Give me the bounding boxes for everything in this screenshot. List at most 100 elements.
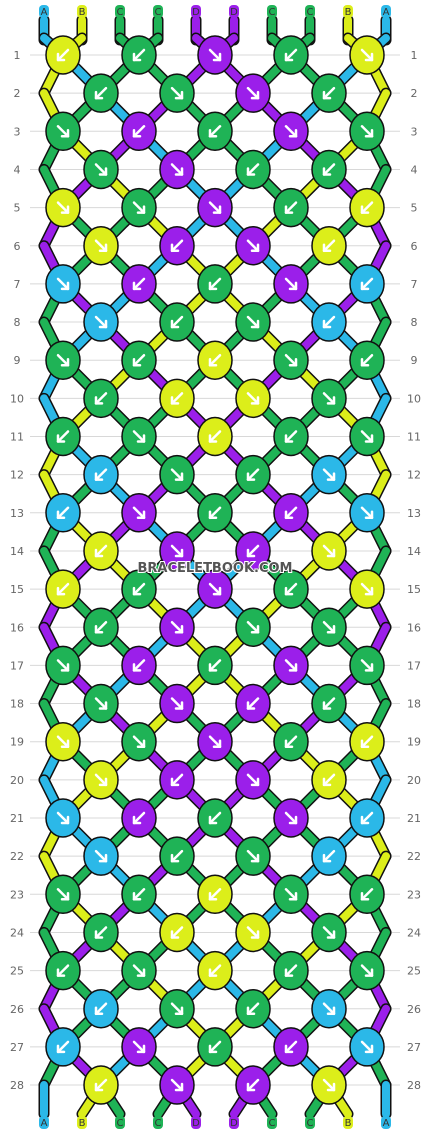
row-number-right: 28 <box>407 1079 421 1092</box>
arrow-down-right-icon <box>56 659 70 672</box>
arrow-head-icon <box>288 357 298 367</box>
arrow-down-left-icon <box>360 277 374 291</box>
arrow-head-icon <box>174 1006 184 1015</box>
arrow-down-left-icon <box>208 1040 222 1054</box>
arrow-head-icon <box>212 739 222 748</box>
top-strand-label: A <box>41 7 48 18</box>
arrow-down-left-icon <box>284 582 298 596</box>
arrow-head-icon <box>288 281 298 291</box>
row-number-right: 11 <box>407 431 421 444</box>
row-number-right: 26 <box>407 1003 421 1016</box>
bottom-strand-label-chip <box>191 1116 201 1129</box>
arrow-down-left-icon <box>170 392 184 405</box>
row-number-right: 8 <box>411 316 418 329</box>
row-number-left: 5 <box>14 202 21 215</box>
arrow-down-right-icon <box>56 811 70 825</box>
arrow-down-right-icon <box>284 353 298 367</box>
arrow-down-right-icon <box>132 735 146 748</box>
arrow-head-icon <box>364 434 374 443</box>
row-number-left: 19 <box>10 736 24 749</box>
bottom-strand-label: C <box>155 1118 162 1129</box>
arrow-head-icon <box>360 281 370 291</box>
arrow-down-right-icon <box>170 544 184 558</box>
bottom-strand-label: C <box>307 1118 314 1129</box>
top-strand-label-chip <box>153 5 163 18</box>
arrow-down-right-icon <box>360 964 374 977</box>
arrow-head-icon <box>360 357 370 367</box>
arrow-head-icon <box>288 663 298 672</box>
arrow-down-left-icon <box>208 506 222 520</box>
arrow-down-left-icon <box>322 86 336 100</box>
row-number-right: 12 <box>407 469 421 482</box>
arrow-head-icon <box>326 1082 336 1092</box>
arrow-head-icon <box>174 548 184 558</box>
arrow-down-left-icon <box>322 697 336 710</box>
arrow-down-left-icon <box>246 163 260 176</box>
arrow-head-icon <box>284 510 294 520</box>
arrow-head-icon <box>326 548 336 558</box>
arrow-head-icon <box>360 892 370 901</box>
arrow-head-icon <box>322 777 332 787</box>
arrow-head-icon <box>322 701 332 710</box>
arrow-head-icon <box>326 625 336 634</box>
bottom-strand-label: A <box>383 1118 390 1129</box>
arrow-head-icon <box>364 1044 374 1054</box>
arrow-head-icon <box>136 968 146 977</box>
arrow-head-icon <box>212 586 222 596</box>
bottom-strand-label-chip <box>153 1116 163 1129</box>
row-number-left: 9 <box>14 354 21 367</box>
arrow-head-icon <box>170 930 180 939</box>
arrow-down-left-icon <box>56 48 70 62</box>
arrow-head-icon <box>94 625 104 634</box>
row-number-left: 24 <box>10 926 24 939</box>
arrow-down-right-icon <box>246 621 260 634</box>
watermark-text: BRACELETBOOK.COM <box>138 561 293 576</box>
arrow-head-icon <box>94 472 104 481</box>
arrow-head-icon <box>250 625 260 634</box>
arrow-head-icon <box>170 777 180 787</box>
arrow-down-right-icon <box>284 811 298 825</box>
arrow-head-icon <box>360 205 370 214</box>
arrow-down-right-icon <box>208 201 222 214</box>
arrow-head-icon <box>56 586 66 596</box>
arrow-down-right-icon <box>322 1078 336 1092</box>
top-strand-label-chip <box>191 5 201 18</box>
arrow-down-left-icon <box>284 430 298 443</box>
bottom-strand-label-chip <box>305 1116 315 1129</box>
arrow-down-left-icon <box>132 277 146 291</box>
arrow-down-right-icon <box>360 582 374 596</box>
arrow-down-right-icon <box>322 392 336 405</box>
row-number-right: 14 <box>407 545 421 558</box>
row-number-left: 17 <box>10 659 24 672</box>
arrow-down-right-icon <box>360 125 374 138</box>
row-number-right: 23 <box>407 888 421 901</box>
arrow-down-right-icon <box>170 1078 184 1092</box>
arrow-down-left-icon <box>208 659 222 672</box>
arrow-down-right-icon <box>208 735 222 748</box>
row-number-right: 21 <box>407 812 421 825</box>
arrow-down-left-icon <box>208 430 222 443</box>
top-strand-label: D <box>192 7 200 18</box>
row-number-right: 22 <box>407 850 421 863</box>
row-number-left: 20 <box>10 774 24 787</box>
arrow-down-right-icon <box>360 1040 374 1054</box>
arrow-head-icon <box>284 205 294 214</box>
arrow-head-icon <box>132 129 142 138</box>
arrow-head-icon <box>94 90 104 100</box>
arrow-down-left-icon <box>322 315 336 329</box>
arrow-down-left-icon <box>56 1040 70 1054</box>
top-strand-label-chip <box>115 5 125 18</box>
arrow-down-right-icon <box>132 506 146 520</box>
arrow-down-left-icon <box>132 811 146 825</box>
arrow-down-left-icon <box>208 277 222 291</box>
arrow-down-left-icon <box>360 811 374 825</box>
arrow-down-right-icon <box>56 888 70 901</box>
arrow-down-left-icon <box>360 353 374 367</box>
arrow-down-left-icon <box>246 1078 260 1092</box>
arrow-head-icon <box>208 892 218 901</box>
top-strand-label-chip <box>267 5 277 18</box>
arrow-head-icon <box>364 968 374 977</box>
row-number-left: 16 <box>10 621 24 634</box>
top-strand-label: A <box>383 7 390 18</box>
row-number-left: 12 <box>10 469 24 482</box>
